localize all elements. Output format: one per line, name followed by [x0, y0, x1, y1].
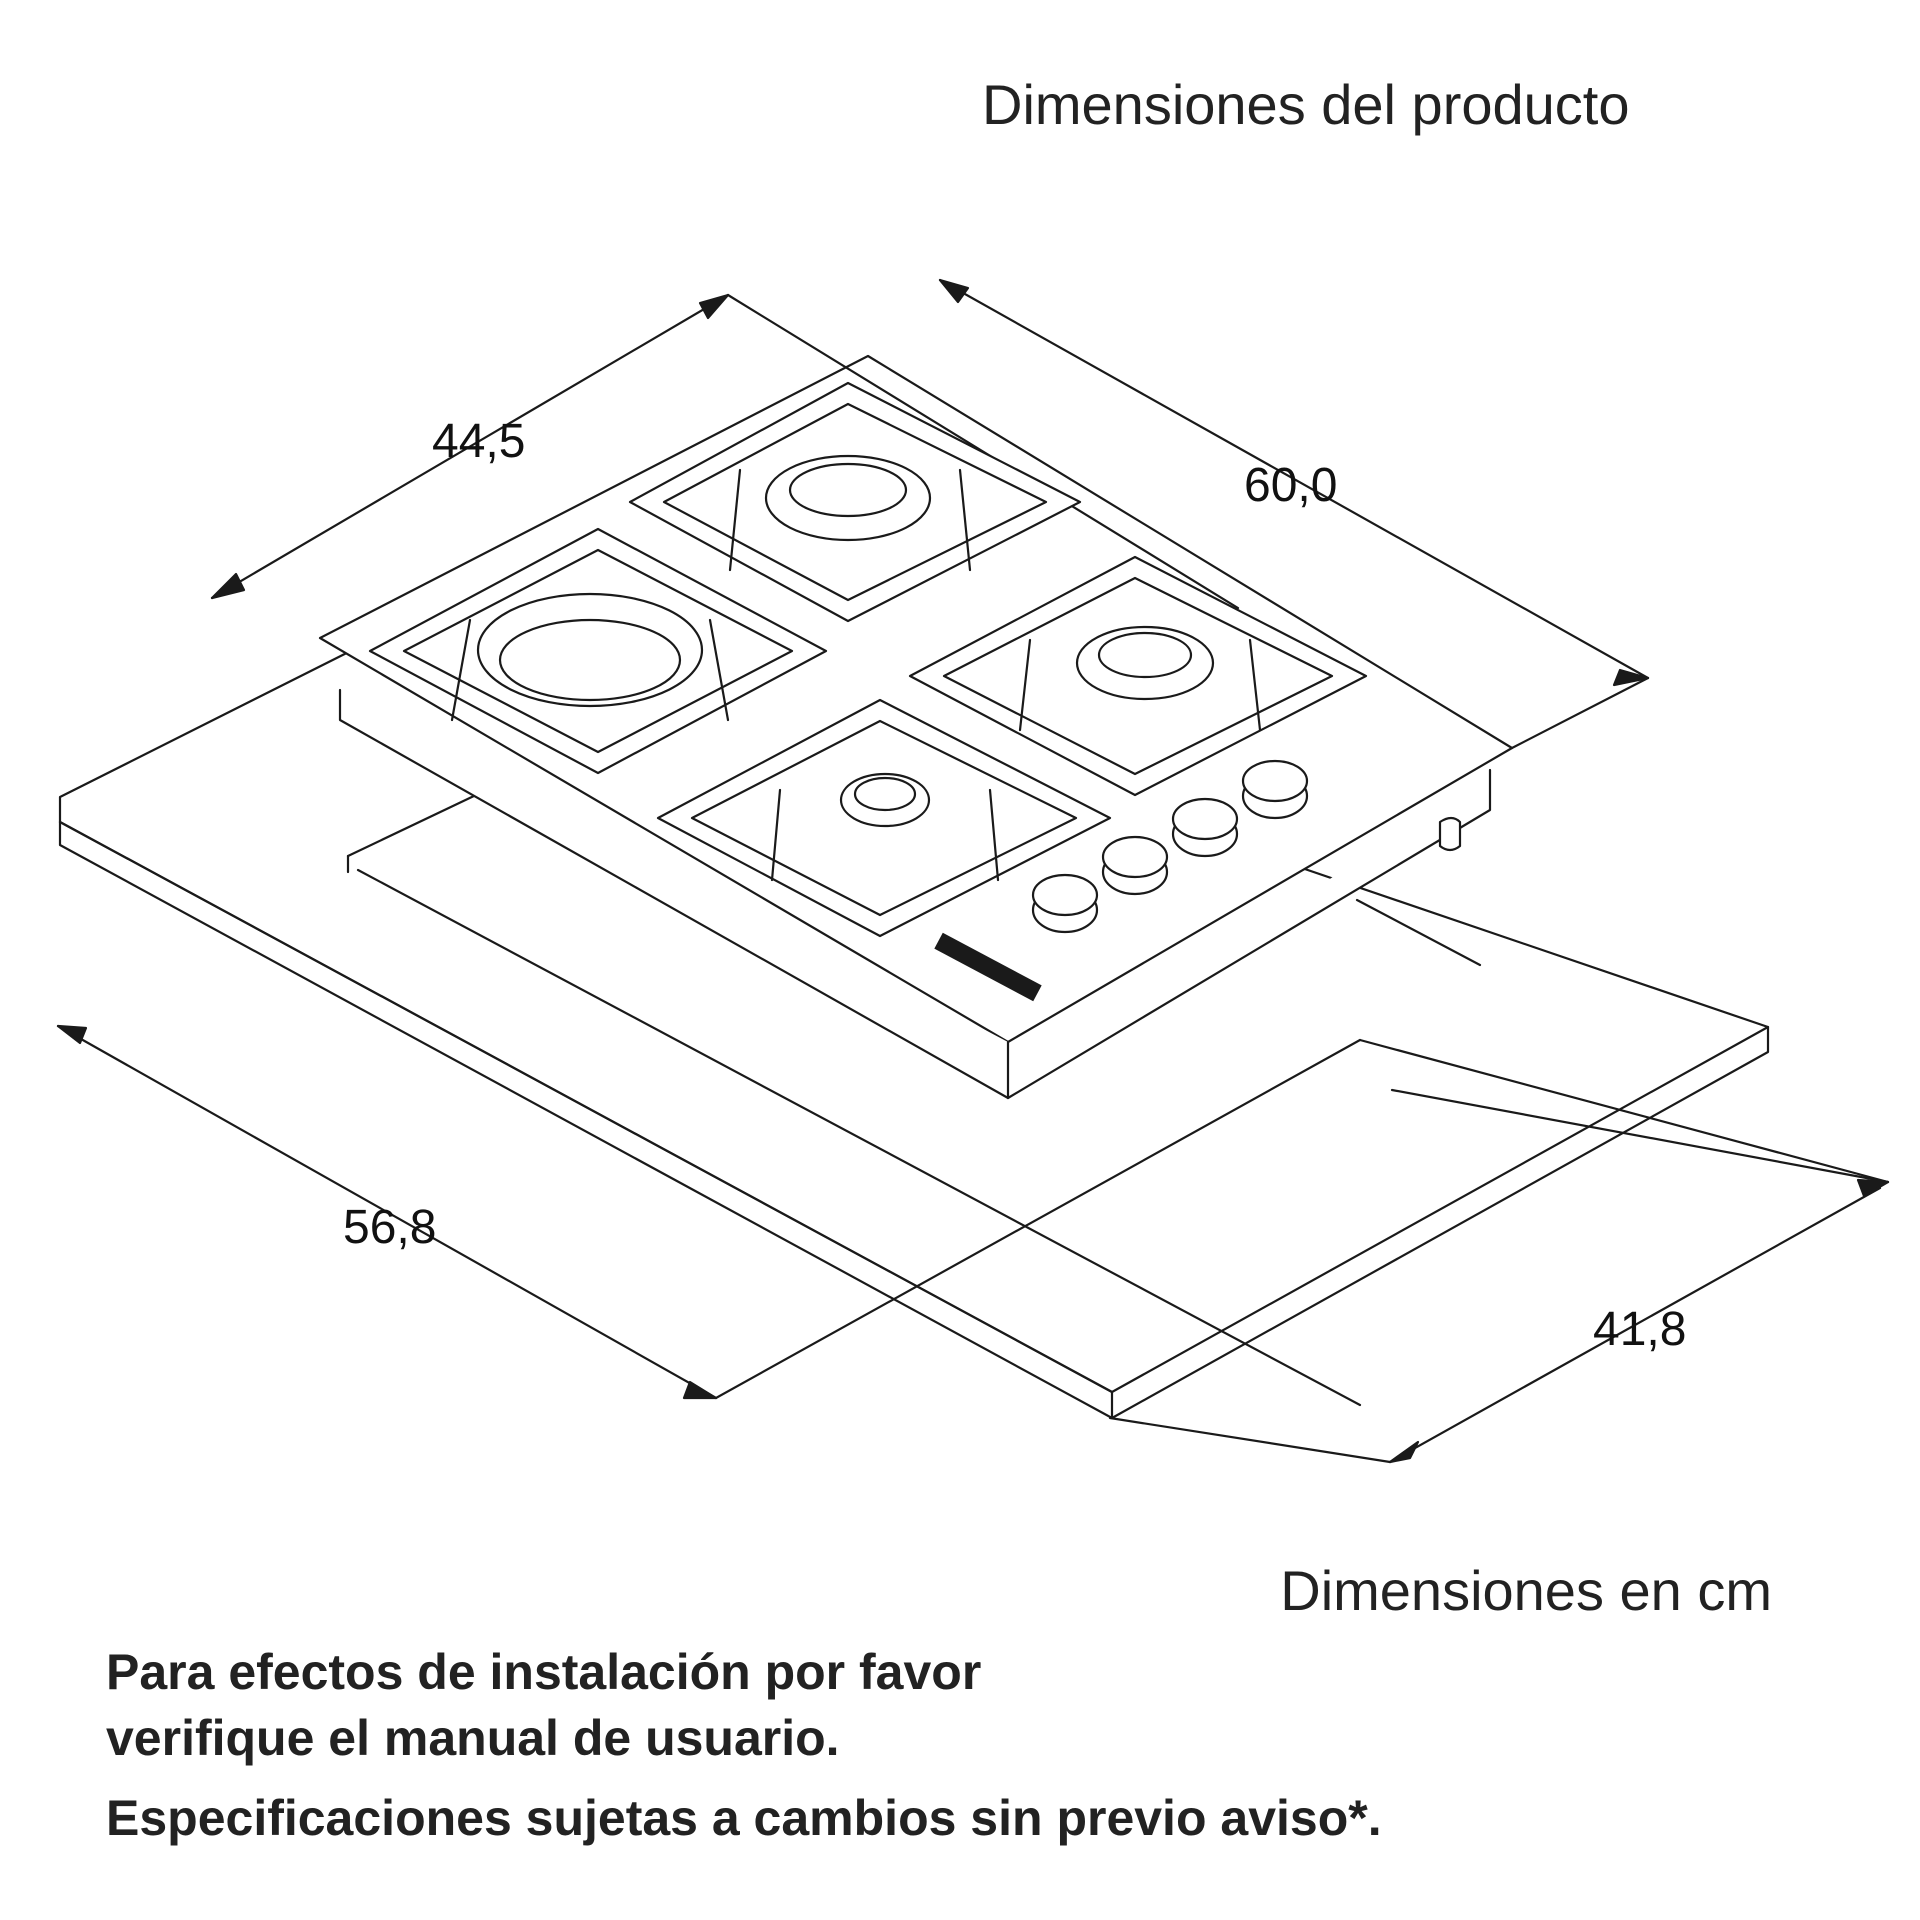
hob-plate	[318, 354, 1514, 1100]
knob-2	[1101, 835, 1169, 896]
diagram-title: Dimensiones del producto	[982, 73, 1630, 136]
spec-disclaimer: Especificaciones sujetas a cambios sin p…	[106, 1790, 1382, 1846]
burner-front-left	[656, 698, 1112, 938]
dimension-lines	[56, 278, 1890, 1464]
burner-front-right	[908, 555, 1368, 797]
dimension-label-cutout-depth: 41,8	[1593, 1303, 1687, 1356]
dimension-label-hob-depth: 44,5	[432, 415, 526, 468]
units-label: Dimensiones en cm	[1280, 1559, 1772, 1622]
install-note-line-2: verifique el manual de usuario.	[106, 1710, 840, 1766]
knob-3	[1171, 797, 1239, 858]
brand-badge	[934, 932, 1042, 1002]
dimension-label-cutout-width: 56,8	[343, 1201, 437, 1254]
burner-rear-center	[628, 381, 1082, 623]
burner-rear-left	[368, 527, 828, 775]
knob-4	[1241, 759, 1309, 820]
dimension-label-hob-width: 60,0	[1244, 459, 1338, 512]
arrow-heads	[56, 278, 1890, 1464]
control-knobs	[1031, 759, 1309, 934]
knob-1	[1031, 873, 1099, 934]
cutout-outline	[346, 793, 1482, 1407]
install-note-line-1: Para efectos de instalación por favor	[106, 1644, 982, 1700]
